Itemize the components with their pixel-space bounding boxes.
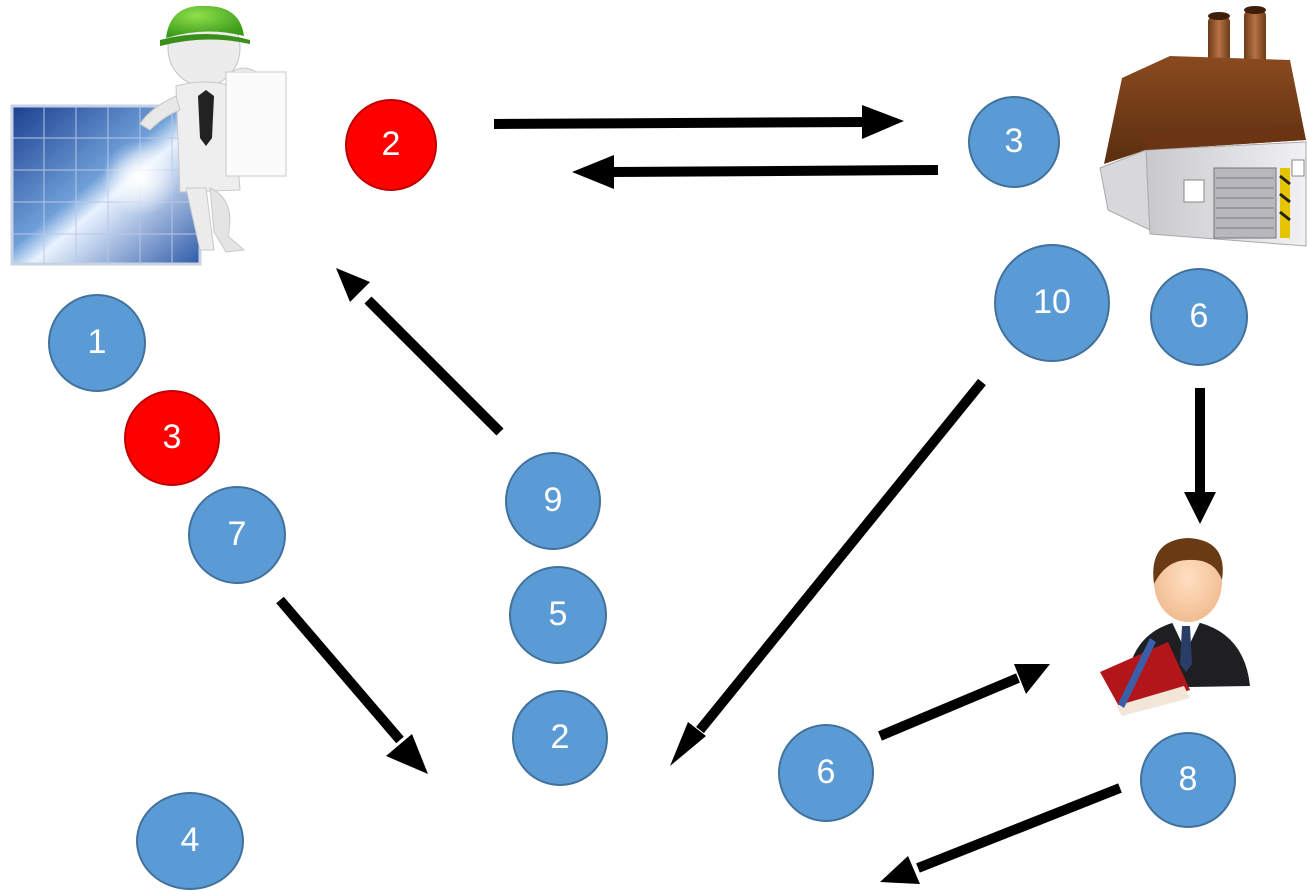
- step-badge-4: 4: [136, 792, 244, 890]
- step-badge-5: 5: [509, 566, 607, 664]
- step-badge-10: 10: [994, 244, 1110, 362]
- solar-installer-icon: [10, 5, 287, 266]
- arrow-installer-to-factory: [493, 105, 904, 139]
- step-badge-2-installer: 2: [345, 99, 437, 191]
- step-badge-6-bottom: 6: [778, 724, 874, 822]
- arrow-left-to-center: [276, 596, 428, 774]
- step-badge-2-center: 2: [512, 690, 608, 786]
- arrow-manager-outward: [880, 783, 1122, 884]
- step-badge-9: 9: [505, 452, 601, 550]
- arrow-factory-to-center: [670, 378, 986, 766]
- step-badge-8: 8: [1140, 732, 1236, 828]
- arrow-factory-to-manager: [1184, 388, 1216, 524]
- factory-icon: [1099, 6, 1307, 247]
- businessman-icon: [1100, 538, 1250, 716]
- step-badge-7: 7: [188, 486, 286, 584]
- arrow-to-manager: [878, 664, 1050, 741]
- arrows: [276, 105, 1216, 884]
- arrow-to-installer-diagonal: [336, 268, 504, 436]
- arrow-factory-to-installer: [572, 155, 939, 189]
- step-badge-1: 1: [48, 294, 146, 392]
- step-badge-6-factory: 6: [1150, 268, 1248, 366]
- step-badge-3-factory: 3: [968, 96, 1060, 188]
- step-badge-3-red: 3: [124, 390, 220, 486]
